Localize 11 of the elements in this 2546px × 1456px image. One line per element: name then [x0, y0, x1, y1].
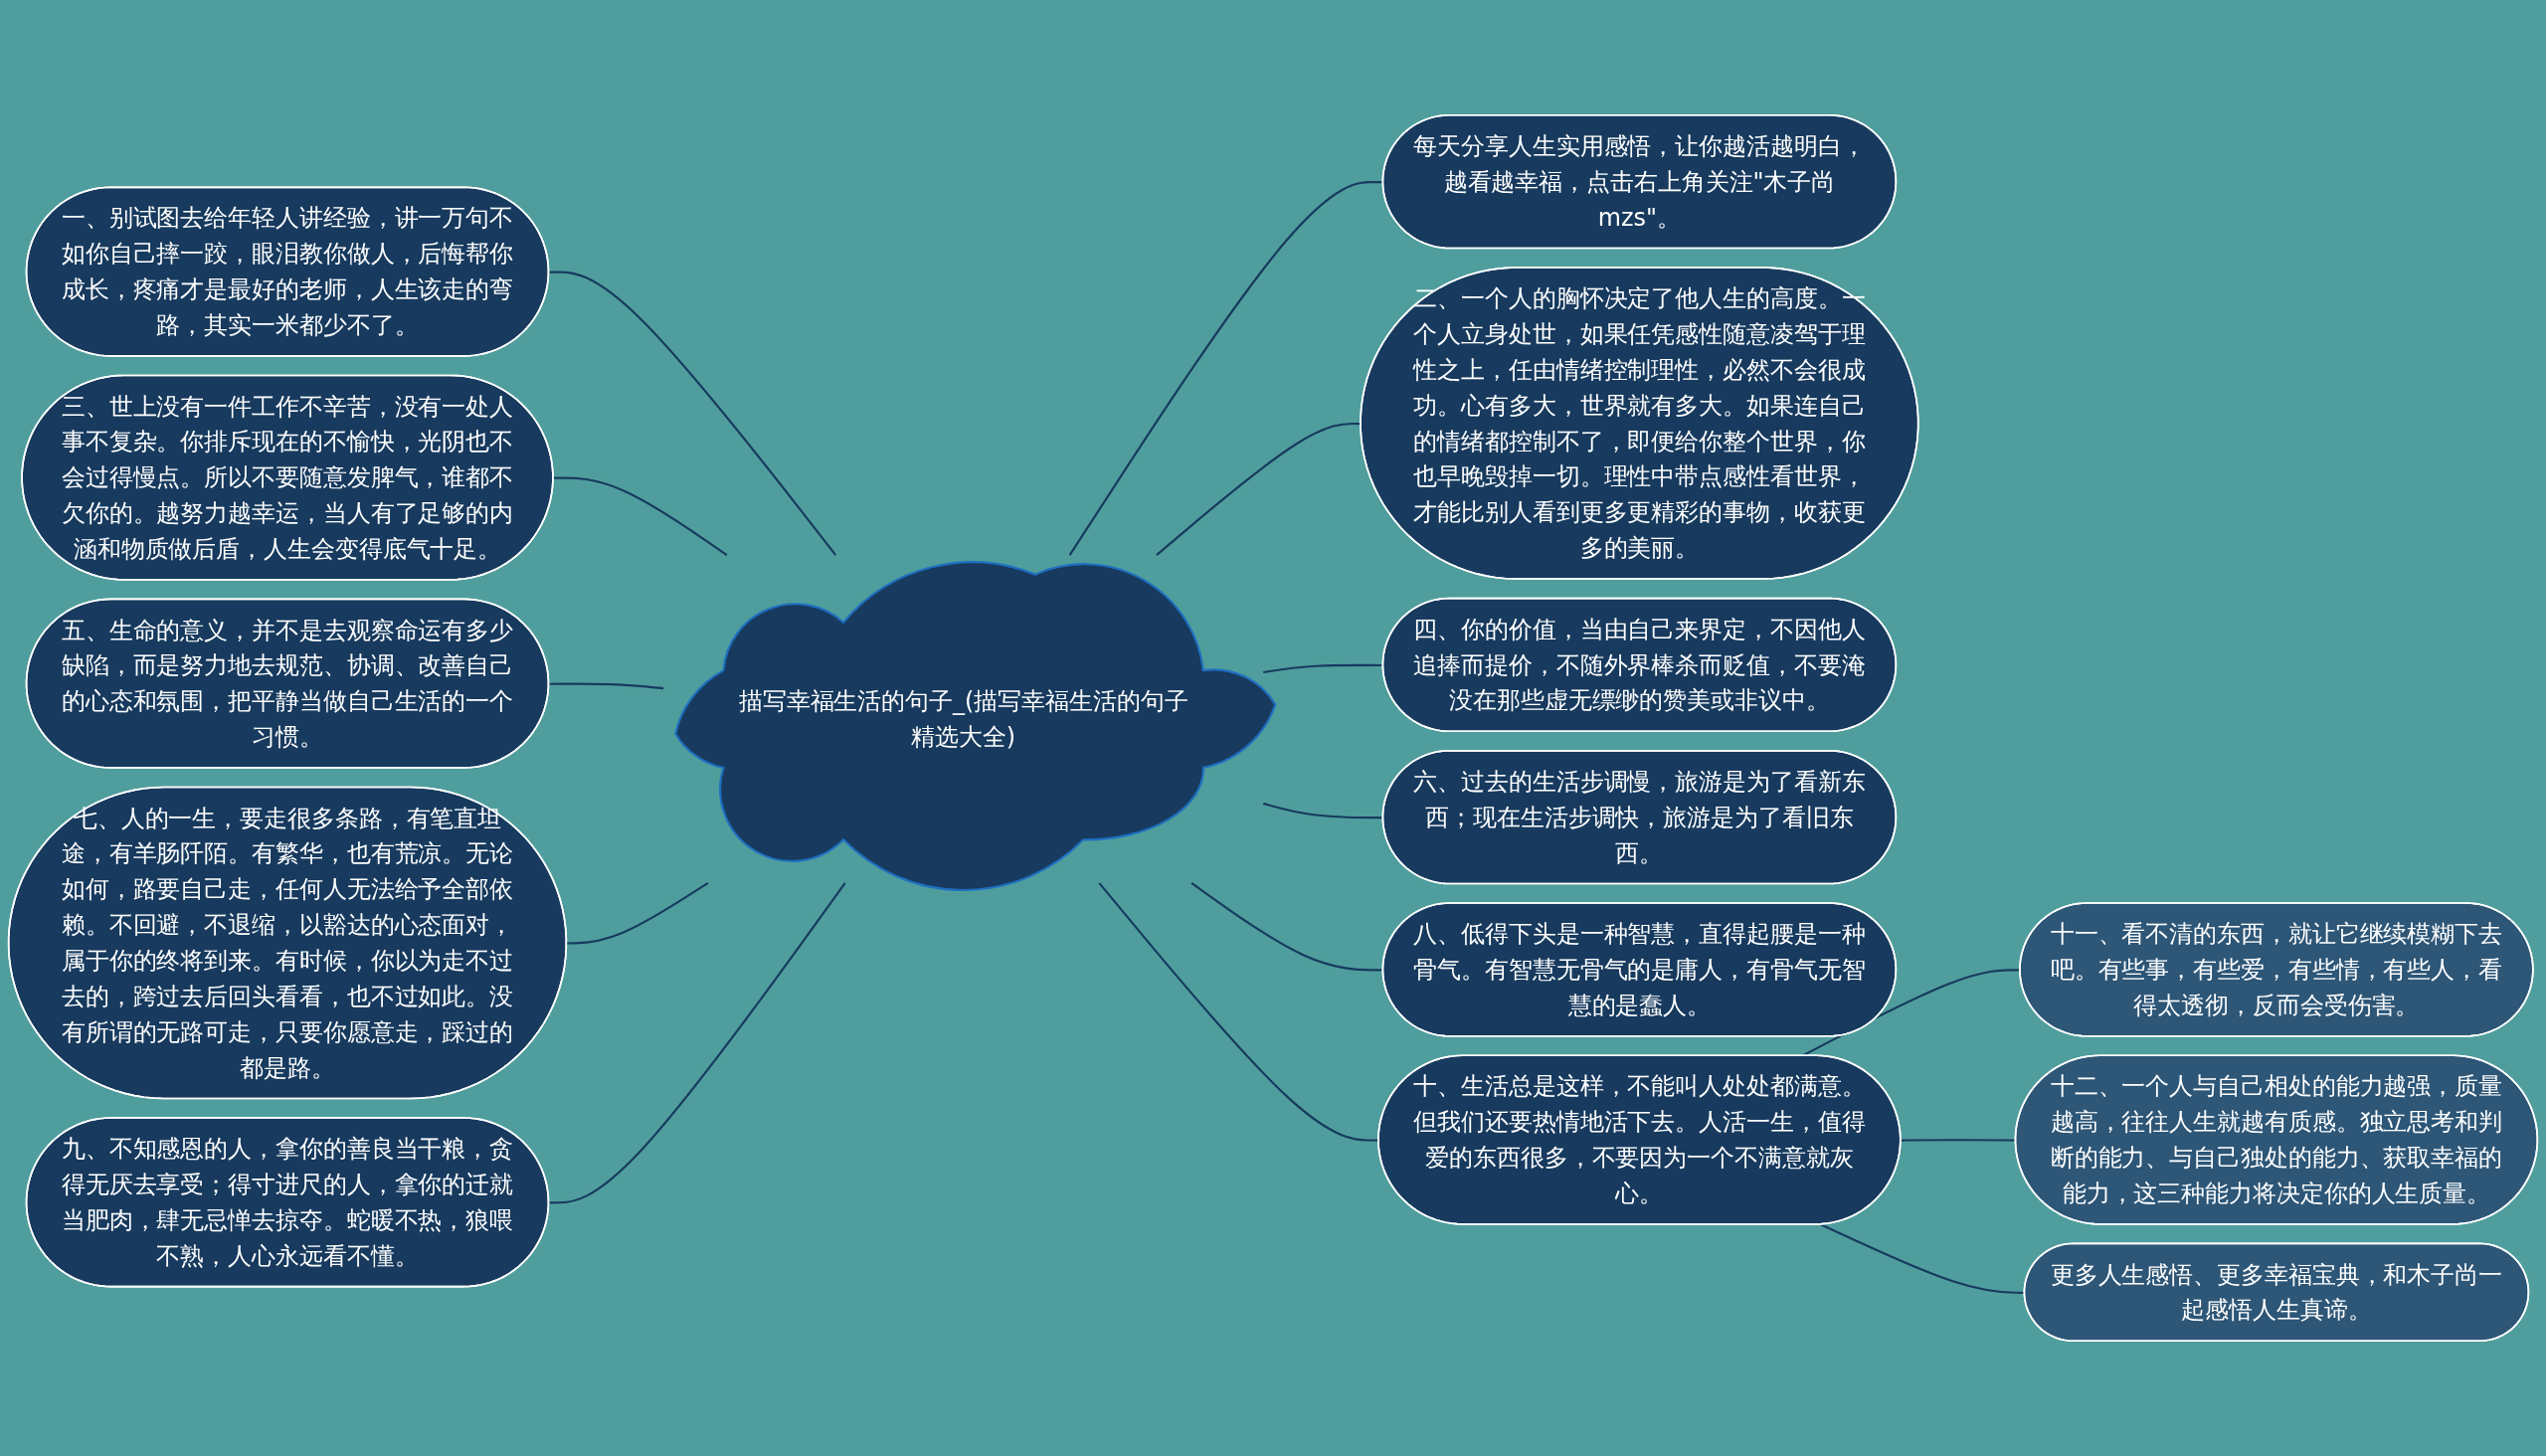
- connector: [1190, 882, 1383, 972]
- connector: [1156, 422, 1362, 556]
- connector: [553, 476, 728, 557]
- connector: [1262, 802, 1383, 819]
- connector: [548, 682, 664, 690]
- connector: [1068, 181, 1383, 556]
- connector: [548, 882, 846, 1204]
- connector: [1263, 663, 1383, 674]
- connector: [1820, 1223, 2025, 1294]
- connector: [566, 882, 709, 945]
- connector: [548, 271, 837, 556]
